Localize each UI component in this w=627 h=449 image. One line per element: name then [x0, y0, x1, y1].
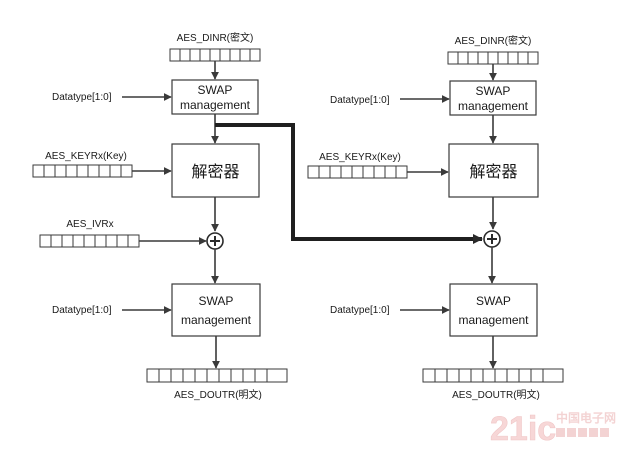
- right-column: AES_DINR(密文) SWAP management Datatype[1:…: [307, 34, 564, 401]
- left-swap-bottom-line2: management: [181, 313, 252, 327]
- watermark-logo: 21ic 中国电子网: [490, 410, 616, 449]
- left-key-register: [32, 164, 133, 178]
- left-iv-label: AES_IVRx: [66, 219, 113, 230]
- left-swap-bottom-line1: SWAP: [199, 294, 234, 308]
- right-swap-top-box: [449, 80, 537, 116]
- left-swap-top-line1: SWAP: [198, 83, 233, 97]
- right-din-label: AES_DINR(密文): [455, 34, 532, 47]
- left-decryptor-label: 解密器: [191, 162, 239, 181]
- left-xor-icon: [206, 232, 224, 250]
- left-datatype-top-label: Datatype[1:0]: [52, 92, 112, 103]
- right-swap-bottom-box: [449, 283, 538, 337]
- left-swap-top-line2: management: [180, 98, 251, 112]
- watermark-site: 中国电子网: [556, 410, 616, 425]
- right-swap-bottom-line1: SWAP: [476, 294, 511, 308]
- right-din-register: [447, 51, 539, 65]
- left-swap-bottom-box: [171, 283, 261, 337]
- right-swap-bottom-line2: management: [458, 313, 529, 327]
- left-din-register: [169, 48, 261, 62]
- right-xor-icon: [483, 230, 501, 248]
- right-key-register: [307, 165, 408, 179]
- right-key-label: AES_KEYRx(Key): [319, 152, 401, 163]
- right-dout-label: AES_DOUTR(明文): [452, 388, 540, 401]
- right-dout-register: [422, 368, 564, 383]
- left-datatype-bottom-label: Datatype[1:0]: [52, 305, 112, 316]
- chaining-feedback-line: [215, 123, 483, 244]
- left-dout-register: [146, 368, 288, 383]
- left-iv-register: [39, 234, 140, 248]
- watermark-dots: [556, 428, 609, 437]
- left-key-label: AES_KEYRx(Key): [45, 151, 127, 162]
- left-din-label: AES_DINR(密文): [177, 31, 254, 44]
- right-swap-top-line2: management: [458, 99, 529, 113]
- right-decryptor-box: [448, 143, 539, 198]
- left-dout-label: AES_DOUTR(明文): [174, 388, 262, 401]
- right-datatype-bottom-label: Datatype[1:0]: [330, 305, 390, 316]
- right-swap-top-line1: SWAP: [476, 84, 511, 98]
- right-datatype-top-label: Datatype[1:0]: [330, 95, 390, 106]
- left-column: AES_DINR(密文) SWAP management Datatype[1:…: [32, 31, 288, 401]
- right-decryptor-label: 解密器: [469, 162, 517, 181]
- watermark-brand: 21ic: [490, 410, 556, 448]
